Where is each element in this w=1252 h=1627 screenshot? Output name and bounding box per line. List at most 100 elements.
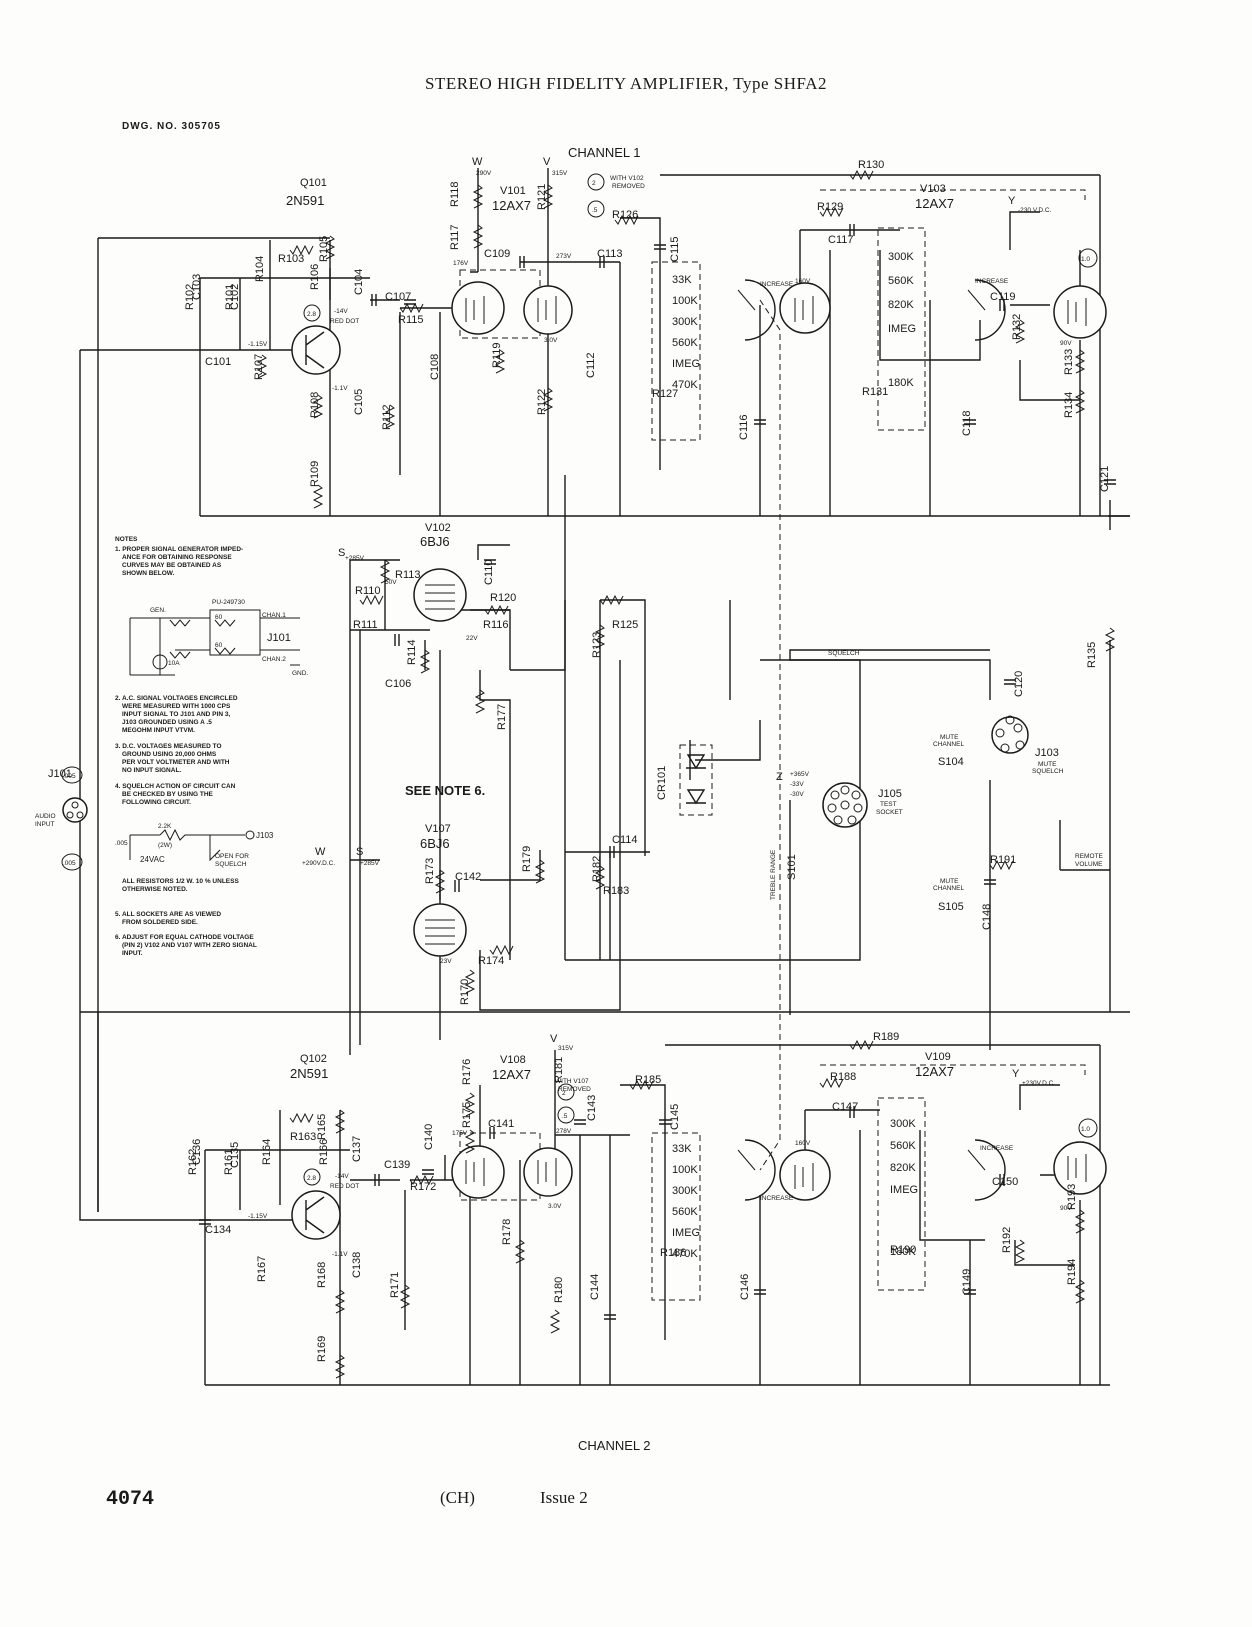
resistor-label: R132 <box>1011 314 1023 340</box>
capacitor-label: C102 <box>229 284 241 310</box>
capacitor-symbol <box>964 419 976 425</box>
resistor-label: R119 <box>491 343 503 368</box>
q102-type: 2N591 <box>290 1066 328 1081</box>
see-note-label: SEE NOTE 6. <box>405 783 485 798</box>
s105-channel: CHANNEL <box>933 885 964 892</box>
input-label: INPUT <box>35 821 55 828</box>
note-line: (PIN 2) V102 AND V107 WITH ZERO SIGNAL <box>122 942 257 949</box>
resistor-symbol <box>334 1109 346 1134</box>
resistor-symbol <box>474 689 486 714</box>
capacitor-label: C118 <box>961 411 973 436</box>
tube-v109-a <box>779 1149 831 1201</box>
with-v107: WITH V107 <box>555 1078 589 1085</box>
audio-label: AUDIO <box>35 813 56 820</box>
dashed-links <box>459 189 1086 1301</box>
resistor-label: R165 <box>316 1114 328 1140</box>
resistor-label: R106 <box>309 264 321 290</box>
supply-365v: +365V <box>790 771 810 778</box>
resistor-symbol <box>359 594 384 606</box>
resistor-label: R194 <box>1066 1259 1078 1285</box>
resistor-label: R116 <box>483 619 508 631</box>
capacitor-label: C109 <box>484 248 510 260</box>
supply-w-mid: W <box>315 846 326 858</box>
circles-ac-values <box>303 173 1098 1186</box>
transistor-q101 <box>291 325 341 375</box>
note-line: 3. D.C. VOLTAGES MEASURED TO <box>115 743 222 750</box>
note-line: 5. ALL SOCKETS ARE AS VIEWED <box>115 911 221 918</box>
voltage-label: 3.0V <box>544 337 558 344</box>
tube-v102 <box>413 568 467 622</box>
resistor-symbol <box>819 206 844 218</box>
capacitor-label: C150 <box>992 1176 1018 1188</box>
capacitor-label: C119 <box>990 291 1015 303</box>
voltage-label: 90V <box>1060 1205 1072 1212</box>
resistor-label: R163 <box>290 1131 316 1143</box>
supply-290vdc: +290V.D.C. <box>302 860 335 867</box>
note-line: CURVES MAY BE OBTAINED AS <box>122 562 222 569</box>
ac-voltage-label: .5 <box>592 207 598 214</box>
resistor-symbol <box>514 1239 526 1264</box>
transistor-q102 <box>291 1190 341 1240</box>
v109-type: 12AX7 <box>915 1064 954 1079</box>
capacitor-label: C121 <box>1099 466 1111 492</box>
resistor-symbol <box>256 354 268 379</box>
j105-test: TEST <box>880 801 897 808</box>
resistor-symbol <box>434 869 446 894</box>
resistor-symbol <box>464 969 476 994</box>
jack-j105 <box>822 782 868 828</box>
switch-value-label: IMEG <box>890 1184 918 1196</box>
resistor-symbol <box>289 244 314 256</box>
note-pu: PU-249730 <box>212 599 245 606</box>
capacitor-label: C138 <box>351 1252 363 1278</box>
note-gen: GEN. <box>150 607 166 614</box>
resistor-symbol <box>289 1112 314 1124</box>
treble-range-label: TREBLE RANGE <box>770 849 777 900</box>
voltage-label: 23V <box>440 958 452 965</box>
resistor-symbol <box>489 944 514 956</box>
jack-j103 <box>991 715 1029 754</box>
note-line: J103 GROUNDED USING A .5 <box>122 719 212 726</box>
note-line: OTHERWISE NOTED. <box>122 886 188 893</box>
capacitor-label: C107 <box>385 291 411 303</box>
supply-v-top: V <box>543 156 551 168</box>
resistor-label: R114 <box>406 640 418 665</box>
v102-type: 6BJ6 <box>420 534 450 549</box>
capacitor-label: C146 <box>739 1274 751 1300</box>
resistor-symbol <box>534 859 546 884</box>
footer-code: (CH) <box>440 1488 475 1507</box>
resistor-label: R172 <box>410 1181 436 1193</box>
supply-230v: -230 V.D.C. <box>1018 207 1052 214</box>
resistor-symbol <box>614 214 639 226</box>
capacitor-label: C135 <box>229 1142 241 1168</box>
page-number: 4074 <box>106 1488 155 1511</box>
resistor-symbol <box>379 559 391 584</box>
supply-z: Z <box>776 771 783 783</box>
capacitor-label: C140 <box>423 1124 435 1150</box>
note-line: MEGOHM INPUT VTVM. <box>122 727 195 734</box>
channel-1-label: CHANNEL 1 <box>568 145 640 160</box>
resistor-label: R102 <box>184 284 196 310</box>
capacitor-label: C114 <box>612 834 637 846</box>
resistor-label: R173 <box>424 858 436 884</box>
switch-value-label: 470K <box>672 1248 698 1260</box>
capacitor-label: C145 <box>669 1104 681 1130</box>
resistor-symbol <box>384 404 396 429</box>
resistor-label: R131 <box>862 386 888 398</box>
supply-285v: +285V <box>345 555 365 562</box>
note-r60a: 60 <box>215 614 223 621</box>
resistor-label: R113 <box>395 569 420 581</box>
resistor-symbol <box>399 1284 411 1309</box>
switch-value-label: 180K <box>890 1246 916 1258</box>
resistor-symbol <box>312 484 324 509</box>
note-line: PER VOLT VOLTMETER AND WITH <box>122 759 230 766</box>
supply-y-top: Y <box>1008 195 1016 207</box>
resistor-label: R188 <box>830 1071 856 1083</box>
resistor-symbol <box>849 169 874 181</box>
resistor-symbols <box>199 169 1116 1379</box>
component-labels: R101R102R103R104R105R106R107R108R109R112… <box>184 159 1111 1362</box>
voltage-label: 176V <box>453 260 469 267</box>
resistor-label: R105 <box>318 236 330 262</box>
resistor-symbol <box>1074 349 1086 374</box>
increase-1: INCREASE <box>760 281 794 288</box>
switch-value-label: 300K <box>888 251 914 263</box>
